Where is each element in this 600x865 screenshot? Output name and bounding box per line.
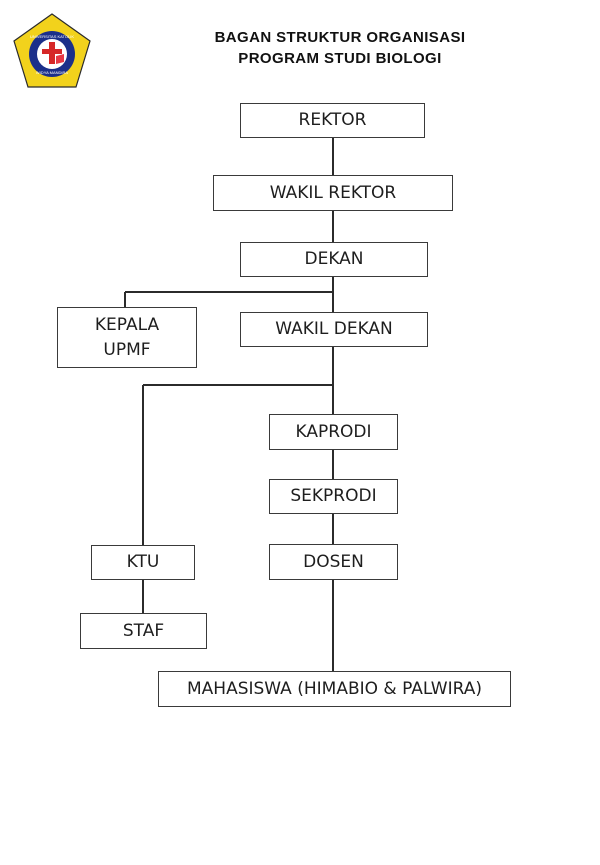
chart-title-line-1: BAGAN STRUKTUR ORGANISASI	[214, 29, 466, 46]
node-wakil-dekan: WAKIL DEKAN	[240, 312, 428, 347]
node-wakil-rektor-label: WAKIL REKTOR	[269, 182, 397, 203]
node-sekprodi-label: SEKPRODI	[290, 486, 377, 507]
node-staf: STAF	[80, 613, 207, 649]
node-kaprodi-label: KAPRODI	[295, 421, 372, 442]
node-kaprodi: KAPRODI	[269, 414, 398, 450]
logo-ring-text: UNIVERSITAS KATOLIK	[30, 34, 74, 39]
node-rektor-label: REKTOR	[298, 110, 367, 131]
node-wakil-rektor: WAKIL REKTOR	[213, 175, 453, 211]
node-dekan: DEKAN	[240, 242, 428, 277]
logo-ring-text-bottom: WIDYA MANDIRA	[36, 70, 68, 75]
node-mahasiswa: MAHASISWA (HIMABIO & PALWIRA)	[158, 671, 511, 707]
node-wakil-dekan-label: WAKIL DEKAN	[275, 319, 393, 340]
node-dekan-label: DEKAN	[304, 249, 364, 270]
node-dosen-label: DOSEN	[303, 551, 364, 572]
node-ktu: KTU	[91, 545, 195, 580]
university-seal-icon: UNIVERSITAS KATOLIK WIDYA MANDIRA	[13, 13, 91, 88]
node-staf-label: STAF	[122, 620, 165, 641]
node-ktu-label: KTU	[126, 552, 160, 573]
node-kepala-upmf: KEPALA UPMF	[57, 307, 197, 368]
node-kepala-upmf-label-1: KEPALA	[94, 314, 160, 335]
logo-flag	[56, 54, 64, 64]
chart-title-line-2: PROGRAM STUDI BIOLOGI	[238, 50, 442, 67]
node-mahasiswa-label: MAHASISWA (HIMABIO & PALWIRA)	[187, 678, 482, 699]
logo-cross-horizontal	[42, 49, 62, 54]
node-kepala-upmf-label-2: UPMF	[103, 339, 151, 360]
node-sekprodi: SEKPRODI	[269, 479, 398, 514]
node-rektor: REKTOR	[240, 103, 425, 138]
node-dosen: DOSEN	[269, 544, 398, 580]
